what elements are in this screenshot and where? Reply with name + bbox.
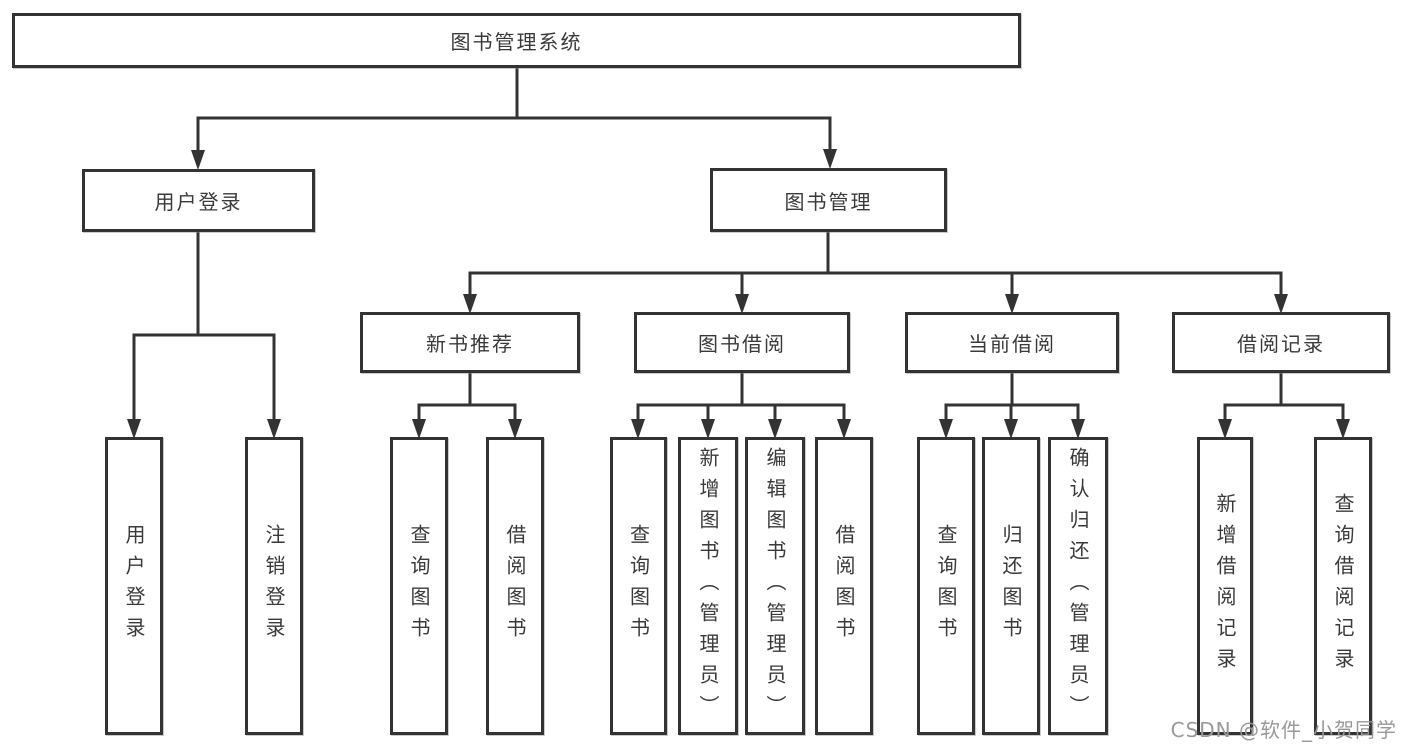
- leaf-query-books-recommend-label: 查询图书: [407, 524, 431, 648]
- leaf-query-books-borrowing-label: 查询图书: [626, 524, 651, 648]
- leaf-query-books-borrowing: 查询图书: [610, 437, 667, 735]
- node-book-borrowing-label: 图书借阅: [698, 332, 786, 356]
- leaf-confirm-return-admin: 确认归还（管理员）: [1048, 437, 1108, 735]
- leaf-logout-label: 注销登录: [262, 524, 286, 648]
- leaf-borrow-books-recommend-label: 借阅图书: [503, 524, 527, 648]
- leaf-borrow-books-recommend: 借阅图书: [486, 437, 544, 735]
- leaf-logout: 注销登录: [245, 437, 303, 735]
- node-root: 图书管理系统: [12, 13, 1021, 68]
- leaf-query-borrow-record: 查询借阅记录: [1314, 437, 1372, 735]
- node-borrowing-records-label: 借阅记录: [1237, 332, 1325, 356]
- leaf-user-login: 用户登录: [105, 437, 163, 735]
- leaf-borrow-books-label: 借阅图书: [832, 524, 856, 648]
- node-user-login: 用户登录: [82, 169, 315, 232]
- node-book-borrowing: 图书借阅: [634, 312, 850, 373]
- leaf-add-borrow-record: 新增借阅记录: [1197, 437, 1253, 735]
- node-root-label: 图书管理系统: [450, 30, 583, 54]
- leaf-add-books-admin: 新增图书（管理员）: [678, 437, 738, 735]
- csdn-watermark: CSDN @软件_小贺同学: [1170, 718, 1397, 742]
- leaf-user-login-label: 用户登录: [122, 524, 146, 648]
- node-borrowing-records: 借阅记录: [1172, 312, 1390, 373]
- leaf-return-books-label: 归还图书: [999, 524, 1023, 648]
- leaf-confirm-return-admin-label: 确认归还（管理员）: [1066, 446, 1090, 726]
- node-new-book-recommend-label: 新书推荐: [426, 332, 514, 356]
- node-current-borrowing-label: 当前借阅: [968, 332, 1056, 356]
- leaf-edit-books-admin-label: 编辑图书（管理员）: [763, 446, 787, 726]
- node-user-login-label: 用户登录: [154, 190, 243, 214]
- node-new-book-recommend: 新书推荐: [360, 312, 580, 373]
- leaf-query-books-current-label: 查询图书: [934, 524, 958, 648]
- leaf-edit-books-admin: 编辑图书（管理员）: [745, 437, 805, 735]
- node-current-borrowing: 当前借阅: [905, 312, 1119, 373]
- leaf-query-books-recommend: 查询图书: [390, 437, 448, 735]
- leaf-query-books-current: 查询图书: [917, 437, 975, 735]
- node-book-management: 图书管理: [710, 168, 947, 232]
- leaf-borrow-books: 借阅图书: [815, 437, 873, 735]
- leaf-return-books: 归还图书: [982, 437, 1040, 735]
- node-book-management-label: 图书管理: [784, 189, 873, 214]
- leaf-add-books-admin-label: 新增图书（管理员）: [696, 446, 720, 726]
- leaf-query-borrow-record-label: 查询借阅记录: [1331, 493, 1355, 679]
- leaf-add-borrow-record-label: 新增借阅记录: [1213, 493, 1237, 679]
